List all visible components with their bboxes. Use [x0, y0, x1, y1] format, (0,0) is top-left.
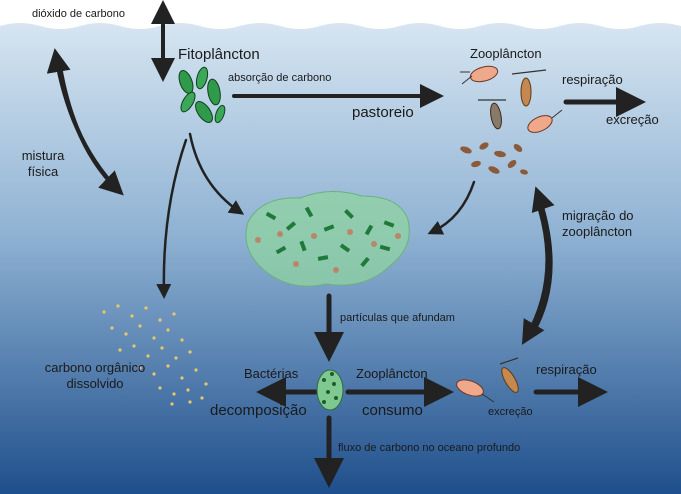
- carbon-absorption-label: absorção de carbono: [228, 72, 332, 84]
- deep-carbon-flux-label: fluxo de carbono no oceano profundo: [338, 442, 521, 454]
- phytoplankton-label: Fitoplâncton: [178, 46, 260, 63]
- zooplankton-bottom-icon: [456, 357, 519, 403]
- bacteria-label: Bactérias: [244, 366, 299, 381]
- mixing-down-arrow: [58, 64, 124, 196]
- co2-label: dióxido de carbono: [32, 8, 125, 20]
- sinking-particles-label: partículas que afundam: [340, 312, 455, 324]
- marine-snow-aggregate-icon: [245, 190, 410, 287]
- zooplankton-top-icon: [460, 65, 563, 133]
- fecal-pellets-icon: [460, 142, 528, 175]
- phyto-to-doc-arrow: [156, 138, 188, 299]
- excretion-top-label: excreção: [606, 112, 659, 127]
- zooplankton-bottom-label: Zooplâncton: [356, 366, 428, 381]
- grazing-label: pastoreio: [352, 104, 414, 121]
- dissolved-organic-carbon-label: carbono orgânico dissolvido: [44, 360, 146, 392]
- zooplankton-migration-label: migração do zooplâncton: [562, 208, 634, 240]
- decomposition-label: decomposição: [210, 402, 307, 419]
- pellets-to-aggregate-arrow: [427, 180, 476, 235]
- zooplankton-top-label: Zooplâncton: [470, 46, 542, 61]
- migration-up-arrow: [530, 186, 555, 336]
- phytoplankton-icon: [178, 66, 226, 124]
- phyto-to-aggregate-arrow: [188, 132, 245, 215]
- bacteria-aggregate-icon: [316, 369, 344, 411]
- respiration-top-label: respiração: [562, 72, 623, 87]
- physical-mixing-label: mistura física: [21, 148, 65, 180]
- respiration-bottom-label: respiração: [536, 362, 597, 377]
- consumption-label: consumo: [362, 402, 423, 419]
- migration-down-arrow: [521, 208, 550, 345]
- dissolved-carbon-dots-icon: [102, 304, 208, 406]
- excretion-bottom-label: excreção: [488, 406, 533, 418]
